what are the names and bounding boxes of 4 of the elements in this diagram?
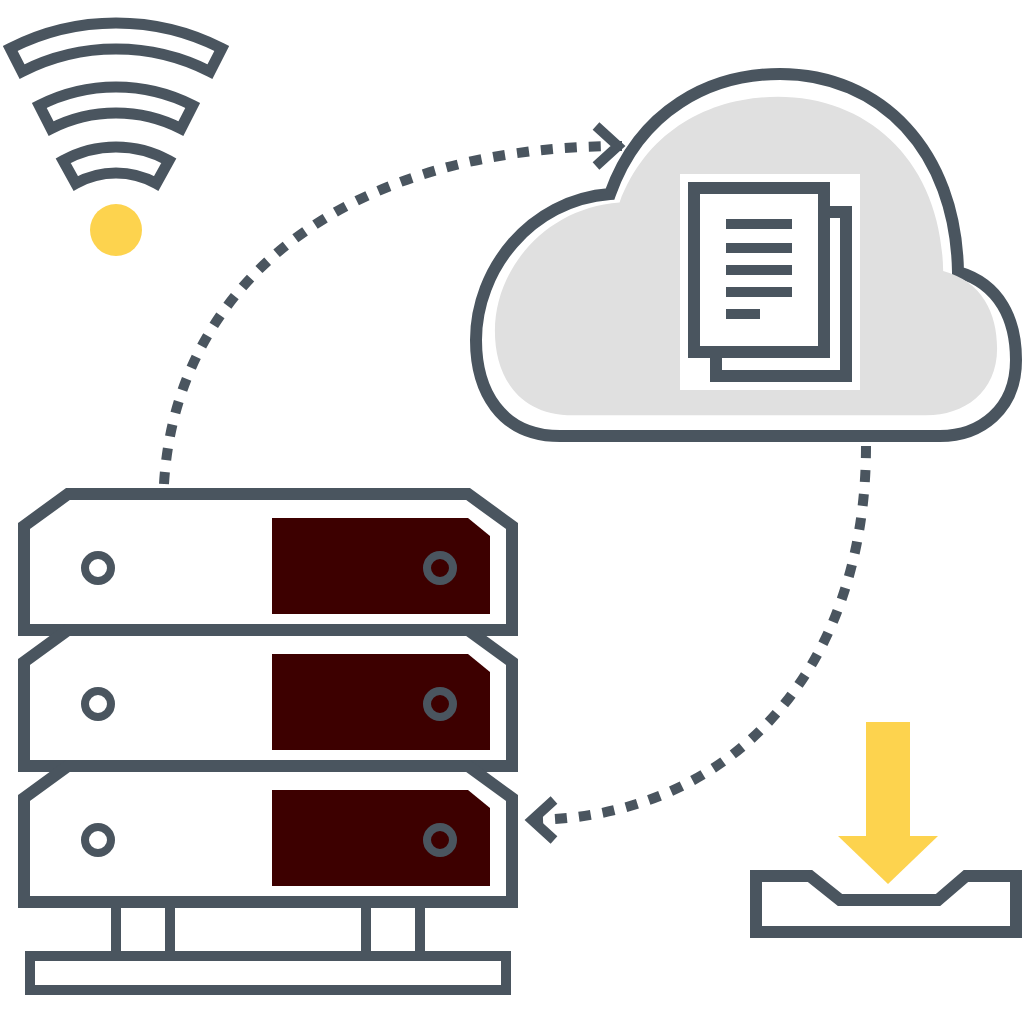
- cloud-shape: [464, 64, 1024, 444]
- server-rack-illustration: [16, 486, 524, 996]
- dotted-arrow: [159, 122, 623, 485]
- dotted-arrow: [527, 445, 871, 844]
